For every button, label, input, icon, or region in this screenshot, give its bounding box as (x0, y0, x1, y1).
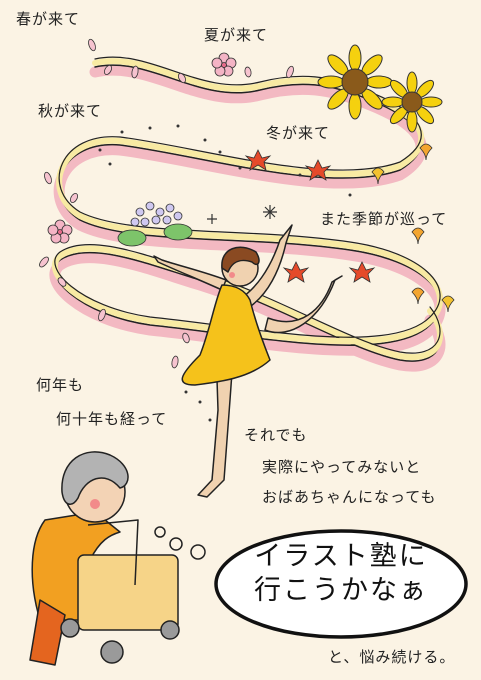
text-autumn: 秋が来て (38, 102, 103, 120)
text-years-2: 何十年も経って (56, 410, 168, 428)
text-ending: と、悩み続ける。 (328, 648, 456, 666)
text-again: また季節が巡って (320, 210, 448, 228)
text-without: 実際にやってみないと (262, 458, 422, 476)
autumn-leaves (244, 143, 455, 313)
sunflowers (317, 44, 443, 133)
bubble-line-2: 行こうかなぁ (254, 575, 428, 606)
thought-dots (154, 526, 206, 560)
cherry-petals (39, 38, 294, 369)
snowflakes (207, 205, 277, 224)
text-winter: 冬が来て (266, 124, 331, 142)
text-spring: 春が来て (16, 10, 81, 28)
snow-dots (98, 124, 352, 422)
bubble-line-1: イラスト塾に (254, 541, 428, 572)
text-grandma: おばあちゃんになっても (262, 488, 437, 506)
bubble-text: イラスト塾に 行こうかなぁ (225, 540, 457, 608)
text-summer: 夏が来て (204, 26, 269, 44)
grandma (29, 451, 180, 666)
speech-bubble (214, 529, 468, 639)
text-still: それでも (244, 426, 308, 444)
text-years-1: 何年も (36, 376, 85, 394)
cherry-blossoms (47, 52, 237, 244)
hydrangea (117, 201, 193, 247)
dancer (153, 224, 343, 498)
